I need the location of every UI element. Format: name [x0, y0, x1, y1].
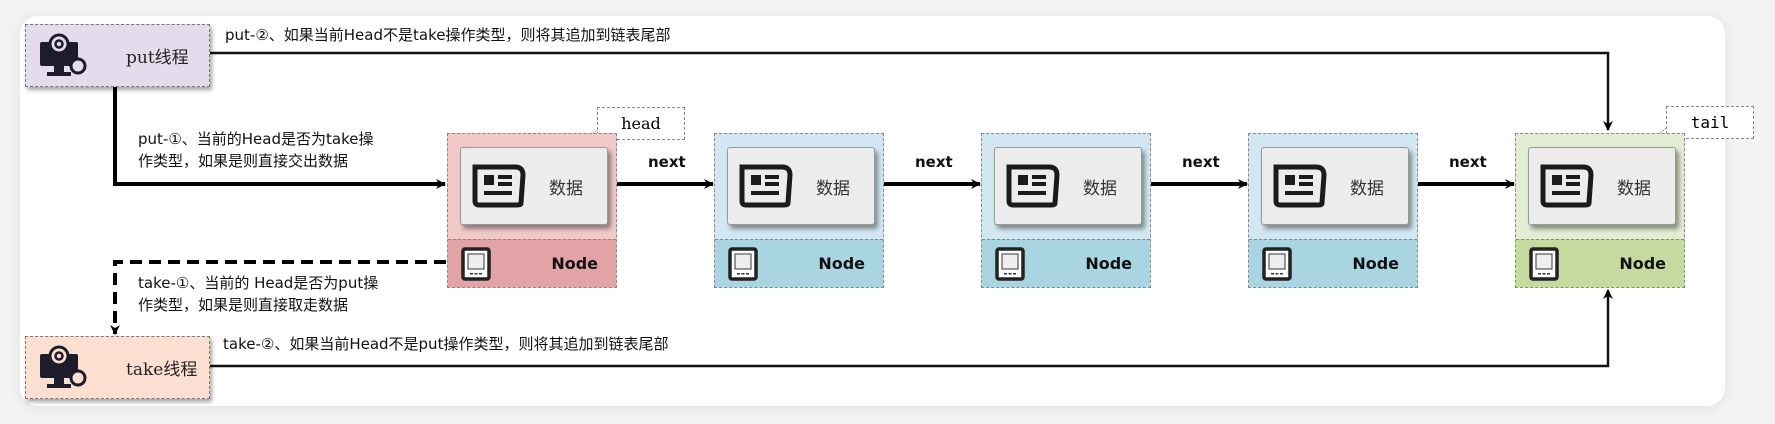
data-card-icon	[1273, 164, 1327, 208]
node-data-card: 数据	[994, 147, 1142, 225]
take-thread-label: take线程	[126, 360, 198, 380]
node-data-card: 数据	[1261, 147, 1409, 225]
list-node: 数据 Node	[447, 133, 617, 288]
put-thread-label: put线程	[126, 48, 189, 68]
node-data-label: 数据	[816, 178, 850, 199]
monitor-icon	[461, 246, 491, 281]
put-thread-box: put线程	[25, 24, 210, 87]
put-1-line-2: 作类型，如果是则直接交出数据	[138, 152, 349, 170]
take-2-annotation: take-②、如果当前Head不是put操作类型，则将其追加到链表尾部	[223, 335, 669, 353]
node-label: Node	[1352, 254, 1399, 273]
put-1-line-1: put-①、当前的Head是否为take操	[138, 130, 374, 148]
node-data-card: 数据	[727, 147, 875, 225]
take-1-line-2: 作类型，如果是则直接取走数据	[138, 296, 349, 314]
node-label: Node	[551, 254, 598, 273]
node-label: Node	[1619, 254, 1666, 273]
list-node: 数据 Node	[1515, 133, 1685, 288]
node-footer: Node	[982, 239, 1150, 287]
node-footer: Node	[1249, 239, 1417, 287]
head-callout: head	[597, 107, 685, 140]
monitor-icon	[728, 246, 758, 281]
node-data-label: 数据	[1617, 178, 1651, 199]
node-footer: Node	[448, 239, 616, 287]
node-footer: Node	[715, 239, 883, 287]
next-label-2: next	[915, 153, 953, 171]
take-1-line-1: take-①、当前的 Head是否为put操	[138, 274, 379, 292]
take-1-annotation: take-①、当前的 Head是否为put操 作类型，如果是则直接取走数据	[138, 272, 378, 316]
monitor-gear-icon	[40, 33, 87, 76]
put-1-annotation: put-①、当前的Head是否为take操 作类型，如果是则直接交出数据	[138, 128, 373, 172]
node-footer: Node	[1516, 239, 1684, 287]
data-card-icon	[739, 164, 793, 208]
list-node: 数据 Node	[714, 133, 884, 288]
node-data-label: 数据	[549, 178, 583, 199]
node-data-card: 数据	[1528, 147, 1676, 225]
data-card-icon	[472, 164, 526, 208]
next-label-3: next	[1182, 153, 1220, 171]
monitor-gear-icon	[40, 345, 87, 388]
list-node: 数据 Node	[1248, 133, 1418, 288]
data-card-icon	[1540, 164, 1594, 208]
node-data-card: 数据	[460, 147, 608, 225]
take-thread-box: take线程	[25, 336, 210, 399]
next-label-1: next	[648, 153, 686, 171]
list-node: 数据 Node	[981, 133, 1151, 288]
next-label-4: next	[1449, 153, 1487, 171]
data-card-icon	[1006, 164, 1060, 208]
monitor-icon	[995, 246, 1025, 281]
node-data-label: 数据	[1083, 178, 1117, 199]
node-label: Node	[818, 254, 865, 273]
node-label: Node	[1085, 254, 1132, 273]
monitor-icon	[1262, 246, 1292, 281]
monitor-icon	[1529, 246, 1559, 281]
put-2-annotation: put-②、如果当前Head不是take操作类型，则将其追加到链表尾部	[225, 26, 671, 44]
node-data-label: 数据	[1350, 178, 1384, 199]
